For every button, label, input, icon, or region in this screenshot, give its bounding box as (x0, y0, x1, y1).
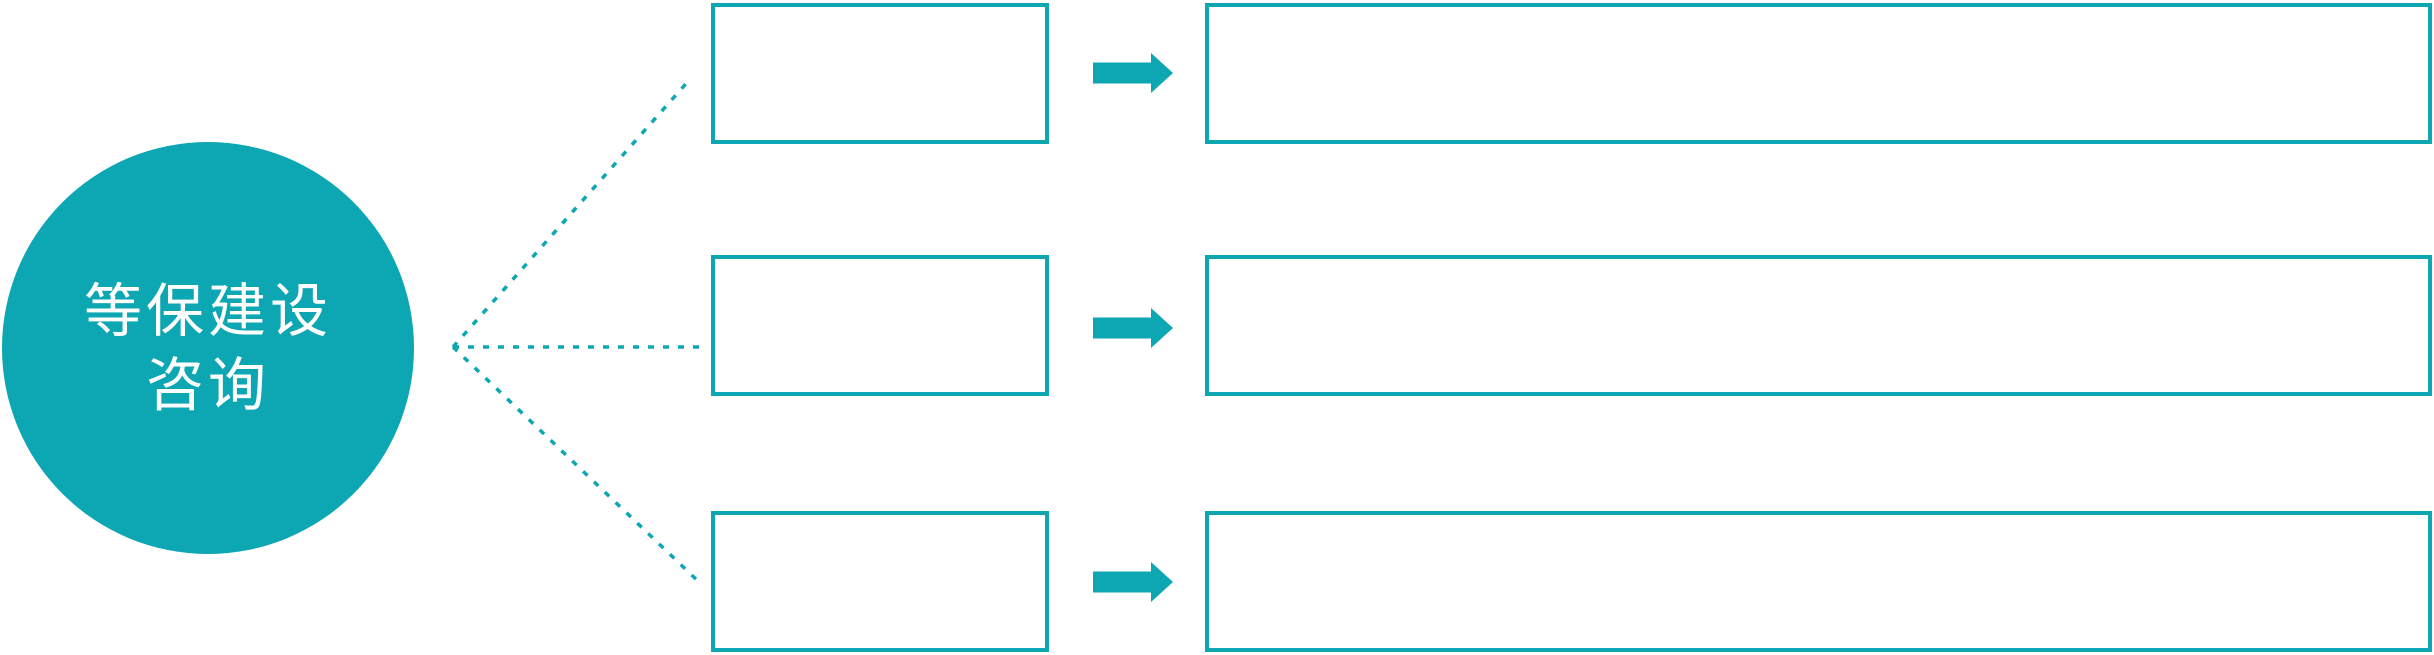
detail-box-1 (1205, 3, 2432, 144)
topic-label-line-1: 等保建设 (83, 276, 332, 345)
category-box-2 (711, 255, 1049, 396)
connector-dashed-line-bottom (451, 345, 702, 585)
arrow-right-icon (1093, 53, 1173, 93)
arrow-right-icon (1093, 308, 1173, 348)
arrow-right-icon (1093, 562, 1173, 602)
detail-box-3 (1205, 511, 2432, 652)
connector-dashed-line-top (451, 76, 693, 349)
topic-label-line-2: 咨询 (145, 351, 270, 419)
topic-circle: 等保建设 咨询 (2, 142, 414, 554)
detail-box-2 (1205, 255, 2432, 396)
category-box-1 (711, 3, 1049, 144)
category-box-3 (711, 511, 1049, 652)
